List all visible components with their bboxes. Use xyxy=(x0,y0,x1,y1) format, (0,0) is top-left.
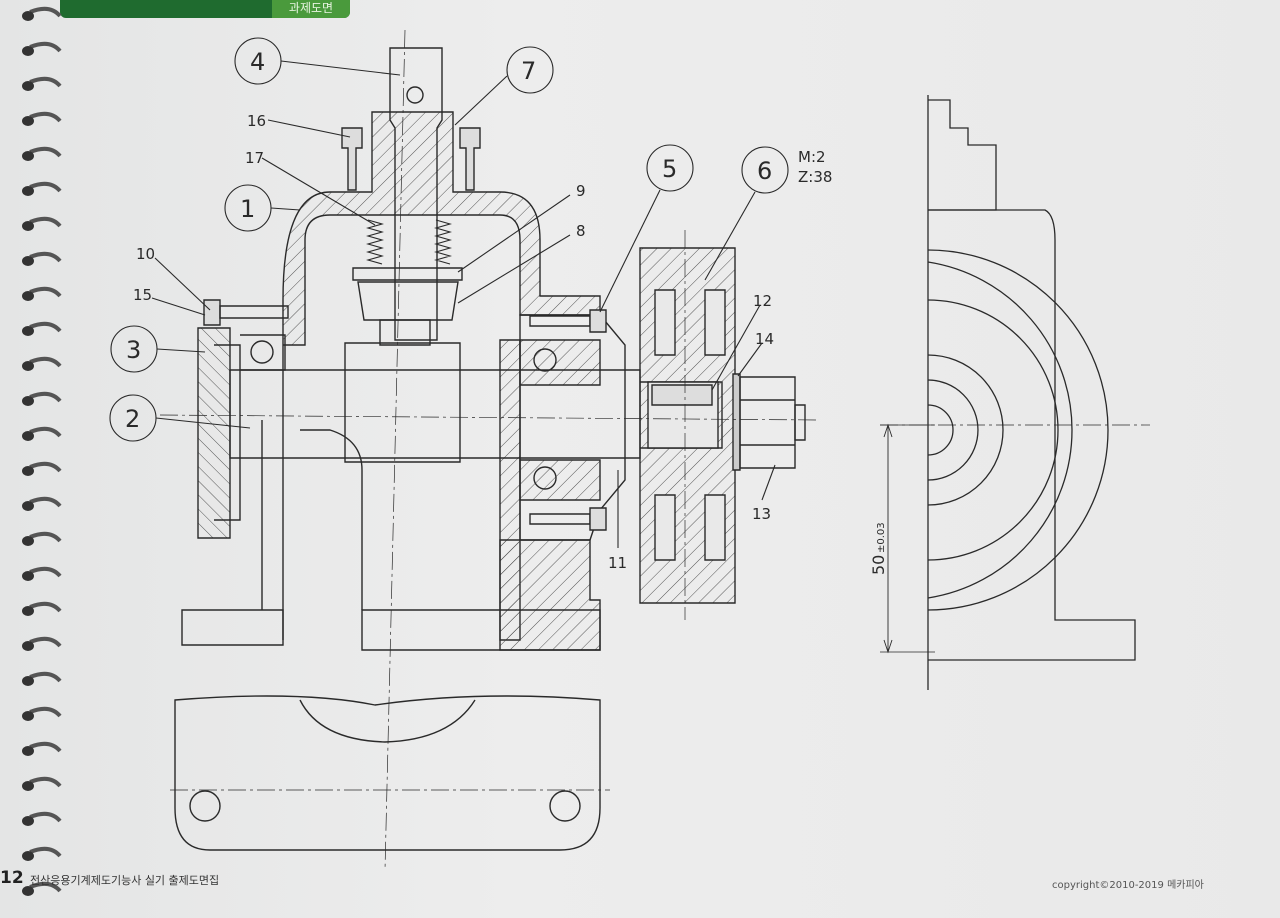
callout-12: 12 xyxy=(753,292,772,310)
copyright-text: copyright©2010-2019 메카피아 xyxy=(1052,880,1204,891)
book-title: 전산응용기계제도기능사 실기 출제도면집 xyxy=(30,874,220,887)
callout-14: 14 xyxy=(755,330,774,348)
callout-5: 5 xyxy=(662,155,677,183)
callout-13: 13 xyxy=(752,505,771,523)
callout-15: 15 xyxy=(133,286,152,304)
callout-16: 16 xyxy=(247,112,266,130)
dimension-tolerance: ±0.03 xyxy=(876,522,887,553)
callout-10: 10 xyxy=(136,245,155,263)
callout-11: 11 xyxy=(608,554,627,572)
callout-7: 7 xyxy=(521,57,536,85)
callouts xyxy=(109,37,789,548)
dimension-value: 50 xyxy=(869,555,888,575)
callout-2: 2 xyxy=(125,405,140,433)
header-tab: 과제도면 xyxy=(272,0,350,18)
gear-module: M:2 xyxy=(798,148,826,166)
spiral-binding xyxy=(22,6,62,896)
cover-plate xyxy=(197,327,231,539)
callout-8: 8 xyxy=(576,222,586,240)
callout-labels: 4 7 16 17 1 9 8 10 15 3 2 5 6 12 14 13 1… xyxy=(125,48,888,575)
side-view xyxy=(880,95,1150,690)
housing-wall xyxy=(282,111,601,640)
page-number: 12 xyxy=(0,868,24,888)
callout-17: 17 xyxy=(245,149,264,167)
gear-teeth: Z:38 xyxy=(798,168,832,186)
callout-4: 4 xyxy=(250,48,265,76)
front-section-view xyxy=(174,47,806,851)
callout-9: 9 xyxy=(576,182,586,200)
callout-3: 3 xyxy=(126,336,141,364)
callout-1: 1 xyxy=(240,195,255,223)
callout-6: 6 xyxy=(757,157,772,185)
